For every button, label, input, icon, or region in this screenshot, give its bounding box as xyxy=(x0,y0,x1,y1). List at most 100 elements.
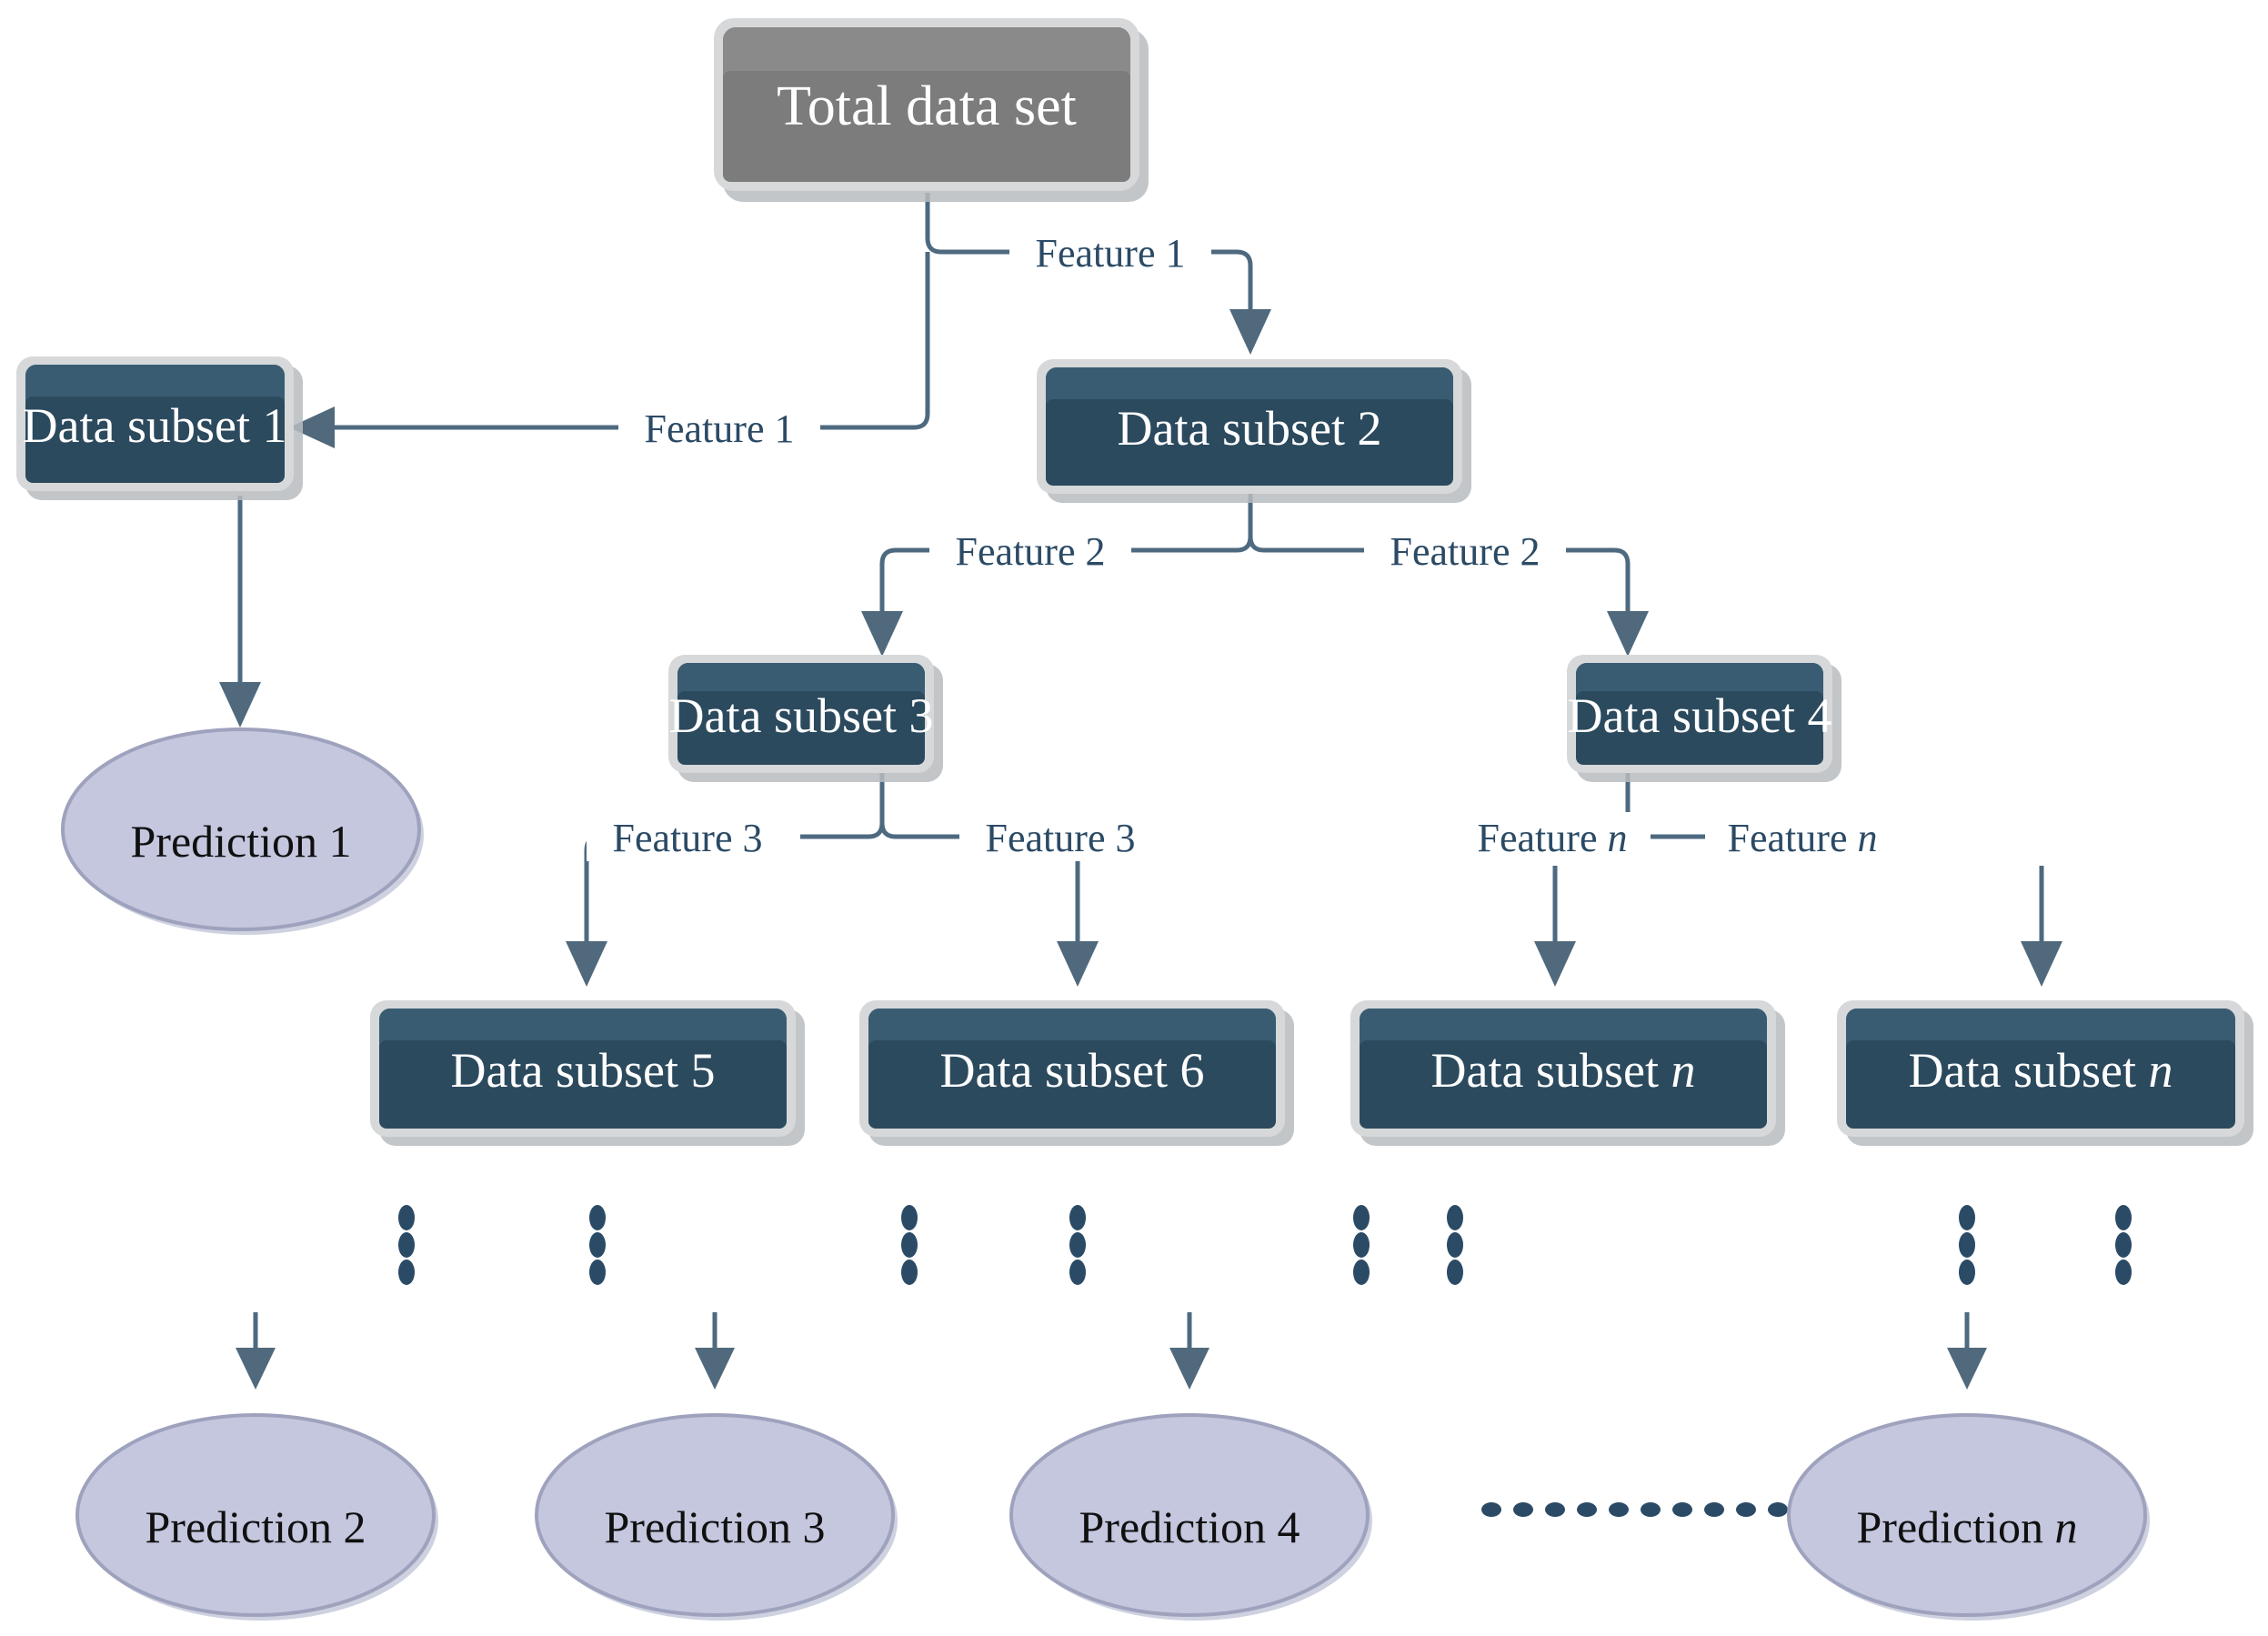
node-label: Prediction n xyxy=(1856,1501,2077,1552)
ellipsis-dot xyxy=(1641,1502,1661,1517)
vertical-ellipsis-column xyxy=(589,1205,606,1285)
vertical-ellipsis-column xyxy=(1959,1205,1975,1285)
node-data-subset-6[interactable]: Data subset 6 xyxy=(859,1000,1294,1146)
edge-label-feature-3-right: Feature 3 xyxy=(959,812,1161,861)
ellipsis-dot xyxy=(1959,1232,1975,1258)
arrowhead-to-subsetn2 xyxy=(2021,941,2062,987)
node-data-subset-5[interactable]: Data subset 5 xyxy=(370,1000,805,1146)
arrowhead-to-subset6 xyxy=(1057,941,1099,987)
connector-layer xyxy=(219,193,2062,1390)
ellipsis-dot xyxy=(398,1232,415,1258)
node-label: Data subset 2 xyxy=(1118,401,1382,456)
edge-label-text: Feature 2 xyxy=(956,529,1106,574)
ellipsis-dot xyxy=(1672,1502,1692,1517)
node-data-subset-n-1[interactable]: Data subset n xyxy=(1350,1000,1785,1146)
ellipsis-dot xyxy=(1513,1502,1533,1517)
node-prediction-1[interactable]: Prediction 1 xyxy=(61,728,424,935)
node-prediction-4[interactable]: Prediction 4 xyxy=(1009,1413,1372,1621)
edge-label-feature-n-left: Feature n xyxy=(1455,812,1651,861)
node-data-subset-1[interactable]: Data subset 1 xyxy=(16,356,303,500)
ellipsis-dot xyxy=(1069,1232,1086,1258)
ellipsis-dot xyxy=(1447,1205,1463,1230)
connector-subset2-stem-right xyxy=(1248,536,1369,553)
ellipsis-dot xyxy=(1545,1502,1565,1517)
node-data-subset-4[interactable]: Data subset 4 xyxy=(1567,655,1841,782)
vertical-ellipsis-column xyxy=(901,1205,918,1285)
ellipsis-dot xyxy=(589,1260,606,1285)
svg-text:Feature 2: Feature 2 xyxy=(956,529,1106,574)
node-label: Prediction 4 xyxy=(1079,1501,1300,1552)
node-label: Prediction 1 xyxy=(130,816,351,867)
edge-label-text: Feature 3 xyxy=(613,816,763,860)
ellipsis-dot xyxy=(398,1205,415,1230)
svg-text:Feature n: Feature n xyxy=(1728,816,1878,860)
svg-text:Feature 3: Feature 3 xyxy=(986,816,1136,860)
edge-label-feature-1-right: Feature 1 xyxy=(1009,227,1211,276)
ellipsis-dot xyxy=(1609,1502,1629,1517)
node-label: Data subset n xyxy=(1909,1043,2173,1098)
node-label: Data subset 3 xyxy=(669,688,934,743)
node-data-subset-3[interactable]: Data subset 3 xyxy=(668,655,943,782)
edge-label-feature-n-right: Feature n xyxy=(1705,812,1901,861)
ellipsis-dot xyxy=(1069,1205,1086,1230)
node-prediction-n[interactable]: Prediction n xyxy=(1787,1413,2150,1621)
ellipsis-dot xyxy=(398,1260,415,1285)
edge-label-suffix: n xyxy=(1607,816,1627,860)
node-label: Data subset 5 xyxy=(451,1043,716,1098)
ellipsis-dot xyxy=(901,1260,918,1285)
node-label: Total data set xyxy=(777,75,1077,137)
connector-root-to-subset2 xyxy=(1209,249,1253,318)
node-prediction-3[interactable]: Prediction 3 xyxy=(535,1413,898,1621)
node-prediction-2[interactable]: Prediction 2 xyxy=(75,1413,438,1621)
svg-text:Feature 2: Feature 2 xyxy=(1390,529,1540,574)
edge-label-text: Feature xyxy=(1478,816,1608,860)
vertical-ellipsis-column xyxy=(1069,1205,1086,1285)
vertical-ellipsis-column xyxy=(1353,1205,1370,1285)
ellipsis-dot xyxy=(901,1232,918,1258)
ellipsis-dot xyxy=(1481,1502,1501,1517)
node-total-data-set[interactable]: Total data set xyxy=(714,18,1149,202)
arrowhead-to-predictionn xyxy=(1947,1348,1987,1390)
ellipsis-dot xyxy=(1353,1260,1370,1285)
node-label: Data subset 1 xyxy=(23,398,287,453)
arrowhead-to-subset2 xyxy=(1229,309,1271,355)
node-data-subset-2[interactable]: Data subset 2 xyxy=(1037,359,1471,503)
ellipsis-dot xyxy=(2115,1260,2132,1285)
vertical-ellipsis-column xyxy=(1447,1205,1463,1285)
vertical-ellipsis-column xyxy=(398,1205,415,1285)
ellipsis-dot xyxy=(1353,1205,1370,1230)
horizontal-ellipsis xyxy=(1481,1502,1788,1517)
connector-feature2-right xyxy=(1560,547,1631,618)
node-label: Data subset n xyxy=(1431,1043,1696,1098)
edge-label-layer: Feature 1 Feature 1 Feature 2 Feature 2 … xyxy=(587,227,1901,861)
ellipsis-dot xyxy=(1959,1205,1975,1230)
ellipsis-dot xyxy=(1768,1502,1788,1517)
ellipsis-dot xyxy=(1353,1232,1370,1258)
ellipsis-dot xyxy=(1069,1260,1086,1285)
ellipsis-dot xyxy=(1447,1260,1463,1285)
edge-label-feature-3-left: Feature 3 xyxy=(587,812,788,861)
node-label: Prediction 3 xyxy=(604,1501,825,1552)
node-label: Data subset 4 xyxy=(1568,688,1832,743)
arrowhead-to-prediction2 xyxy=(236,1348,276,1390)
arrowhead-to-prediction4 xyxy=(1169,1348,1209,1390)
svg-text:Feature 1: Feature 1 xyxy=(645,406,795,451)
svg-text:Feature 1: Feature 1 xyxy=(1036,231,1186,276)
edge-label-feature-1-left: Feature 1 xyxy=(618,403,820,452)
edge-label-text: Feature 1 xyxy=(645,406,795,451)
ellipsis-dot xyxy=(589,1205,606,1230)
arrowhead-to-prediction1 xyxy=(219,682,261,728)
ellipsis-dot xyxy=(1736,1502,1756,1517)
edge-label-text: Feature 3 xyxy=(986,816,1136,860)
ellipsis-dot xyxy=(1447,1232,1463,1258)
svg-text:Feature n: Feature n xyxy=(1478,816,1628,860)
connector-feature2-left xyxy=(879,547,937,618)
ellipsis-dot xyxy=(1704,1502,1724,1517)
connector-root-stem xyxy=(925,193,1009,255)
node-data-subset-n-2[interactable]: Data subset n xyxy=(1837,1000,2253,1146)
edge-label-text: Feature xyxy=(1728,816,1858,860)
arrowhead-to-subsetn1 xyxy=(1534,941,1576,987)
arrowhead-to-subset5 xyxy=(566,941,607,987)
